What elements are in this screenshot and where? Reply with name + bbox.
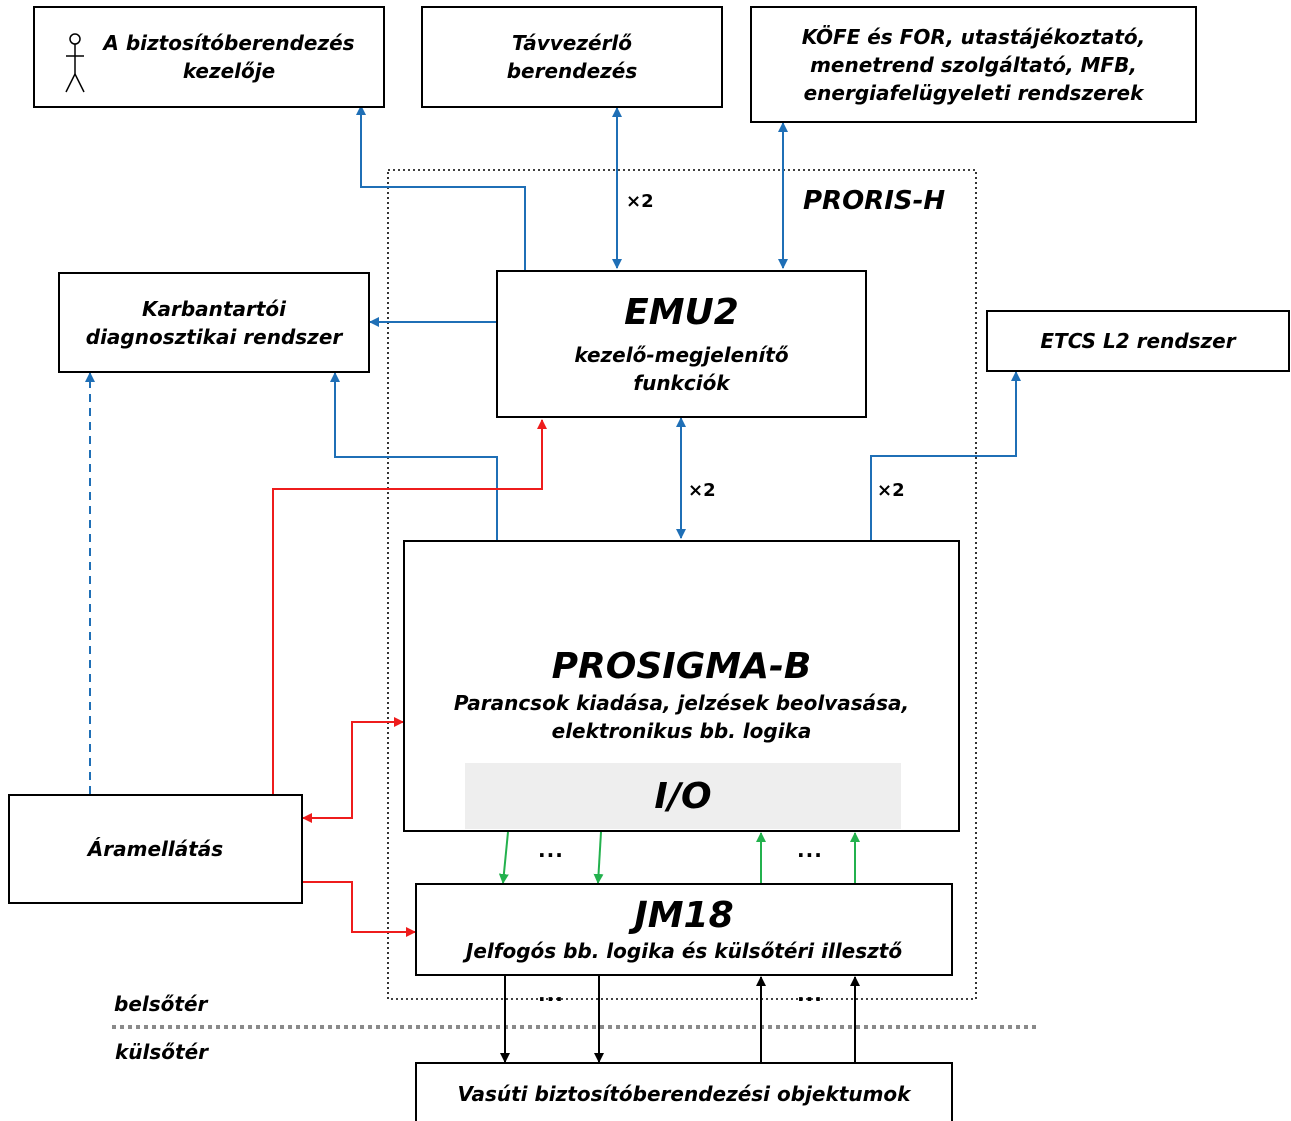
prosigma-b-box: PROSIGMA-B Parancsok kiadása, jelzések b… bbox=[403, 540, 960, 832]
field-in-ellipsis: ... bbox=[797, 982, 823, 1006]
prosigma-line-2: elektronikus bb. logika bbox=[551, 719, 812, 743]
io-to-jm18-arrow-1 bbox=[498, 831, 509, 884]
etcs-multiplicity: ×2 bbox=[877, 480, 905, 501]
proris-h-label: PRORIS-H bbox=[803, 186, 946, 216]
prosigma-line-1: Parancsok kiadása, jelzések beolvasása, bbox=[453, 691, 910, 715]
jm18-line-1: Jelfogós bb. logika és külsőtéri illeszt… bbox=[465, 938, 903, 963]
io-out-ellipsis: ... bbox=[538, 838, 564, 862]
prosigma-to-etcs-arrow bbox=[870, 371, 1021, 540]
external-systems-line-3: energiafelügyeleti rendszerek bbox=[803, 80, 1144, 105]
power-to-jm18-arrow bbox=[303, 881, 416, 937]
emu2-title: EMU2 bbox=[624, 292, 739, 333]
outdoor-label: külsőtér bbox=[115, 1040, 209, 1064]
operator-label-line-1: A biztosítóberendezés bbox=[103, 31, 355, 55]
remote-multiplicity: ×2 bbox=[626, 191, 654, 212]
power-supply-box: Áramellátás bbox=[8, 794, 303, 904]
field-out-ellipsis: ... bbox=[538, 982, 564, 1006]
jm18-title: JM18 bbox=[634, 894, 734, 936]
remote-control-box: Távvezérlő berendezés bbox=[421, 6, 723, 108]
external-systems-line-2: menetrend szolgáltató, MFB, bbox=[810, 52, 1137, 77]
operator-label-line-2: kezelője bbox=[182, 59, 276, 83]
person-icon bbox=[65, 33, 85, 93]
io-block: I/O bbox=[465, 763, 901, 829]
io-label: I/O bbox=[654, 775, 712, 817]
jm18-box: JM18 Jelfogós bb. logika és külsőtéri il… bbox=[415, 883, 953, 976]
power-label: Áramellátás bbox=[87, 837, 224, 861]
emu2-line-2: funkciók bbox=[633, 371, 730, 395]
indoor-label: belsőtér bbox=[114, 992, 208, 1016]
emu2-prosigma-multiplicity: ×2 bbox=[688, 480, 716, 501]
io-to-jm18-arrow-2 bbox=[593, 831, 604, 884]
field-objects-label: Vasúti biztosítóberendezési objektumok bbox=[457, 1082, 911, 1106]
operator-box: A biztosítóberendezés kezelője bbox=[33, 6, 385, 108]
emu2-to-operator-arrow bbox=[356, 105, 526, 270]
io-in-ellipsis: ... bbox=[797, 838, 823, 862]
external-systems-line-1: KÖFE és FOR, utastájékoztató, bbox=[801, 24, 1146, 49]
power-prosigma-arrow bbox=[302, 717, 404, 823]
maintenance-line-2: diagnosztikai rendszer bbox=[85, 324, 343, 349]
maintenance-diagnostic-box: Karbantartói diagnosztikai rendszer bbox=[58, 272, 370, 373]
prosigma-title: PROSIGMA-B bbox=[551, 646, 812, 687]
maintenance-line-1: Karbantartói bbox=[142, 296, 286, 321]
proris-h-boundary bbox=[387, 169, 977, 1000]
field-objects-box: Vasúti biztosítóberendezési objektumok bbox=[415, 1062, 953, 1121]
remote-label-line-1: Távvezérlő bbox=[511, 31, 633, 55]
etcs-box: ETCS L2 rendszer bbox=[986, 310, 1290, 372]
remote-label-line-2: berendezés bbox=[506, 59, 638, 83]
power-to-emu2-arrow bbox=[272, 419, 547, 794]
emu2-line-1: kezelő-megjelenítő bbox=[574, 343, 789, 367]
external-systems-box: KÖFE és FOR, utastájékoztató, menetrend … bbox=[750, 6, 1197, 123]
emu2-box: EMU2 kezelő-megjelenítő funkciók bbox=[496, 270, 867, 418]
prosigma-to-maintenance-arrow bbox=[330, 372, 498, 540]
etcs-label: ETCS L2 rendszer bbox=[1040, 329, 1236, 353]
